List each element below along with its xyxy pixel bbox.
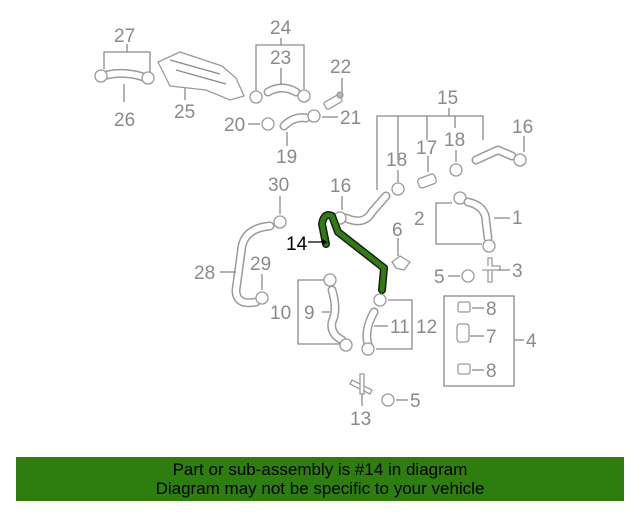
hose-assembly-28-29-30 <box>220 196 287 308</box>
kit-box-4 <box>443 295 524 387</box>
callout-20: 20 <box>224 115 245 136</box>
callout-9: 9 <box>304 303 315 324</box>
hose-assembly-11-12 <box>361 293 413 356</box>
info-banner: Part or sub-assembly is #14 in diagram D… <box>16 457 624 501</box>
banner-line-1: Part or sub-assembly is #14 in diagram <box>172 460 468 479</box>
callout-26: 26 <box>114 110 135 131</box>
callout-25: 25 <box>174 102 195 123</box>
callout-21: 21 <box>340 108 361 129</box>
callout-16a: 16 <box>512 117 533 138</box>
callout-17: 17 <box>416 138 437 159</box>
callout-24: 24 <box>270 18 292 39</box>
callout-5b: 5 <box>410 391 421 412</box>
clamp-18-left <box>391 170 405 196</box>
callout-14: 14 <box>286 234 308 255</box>
callout-29: 29 <box>250 254 271 275</box>
callout-8a: 8 <box>486 299 497 320</box>
hose-assembly-19-20-21 <box>248 109 338 146</box>
valve-17 <box>417 156 437 189</box>
hose-assembly-1-2 <box>435 191 510 253</box>
callout-18a: 18 <box>386 150 407 171</box>
fitting-13-and-clamp-5 <box>349 373 408 407</box>
part-22-fitting <box>323 78 344 110</box>
callout-11: 11 <box>390 317 410 338</box>
callout-7: 7 <box>486 327 497 348</box>
banner-line-2: Diagram may not be specific to your vehi… <box>155 479 485 498</box>
clamp-5-and-tee-3 <box>448 257 510 283</box>
callout-30: 30 <box>268 175 289 196</box>
hose-assembly-9-10 <box>297 273 353 352</box>
callout-12: 12 <box>416 317 437 338</box>
callout-8b: 8 <box>486 361 497 382</box>
clamp-18-right <box>449 150 463 177</box>
callout-27: 27 <box>114 26 135 47</box>
callout-22: 22 <box>330 57 351 78</box>
callout-28: 28 <box>194 263 215 284</box>
callout-19: 19 <box>276 147 297 168</box>
hose-16-left <box>333 191 391 226</box>
callout-6: 6 <box>392 220 403 241</box>
parts-diagram: 27 26 25 24 23 22 20 21 19 <box>94 18 537 430</box>
hose-14-highlighted[interactable] <box>308 211 388 294</box>
callout-10: 10 <box>270 303 291 324</box>
hose-assembly-23-24 <box>249 38 311 104</box>
callout-23: 23 <box>270 48 291 69</box>
callout-16b: 16 <box>330 176 351 197</box>
callout-1: 1 <box>512 208 523 229</box>
bracket-6 <box>391 238 411 271</box>
callout-5a: 5 <box>434 267 445 288</box>
callout-15: 15 <box>437 88 458 109</box>
callout-3: 3 <box>512 261 523 282</box>
callout-2: 2 <box>414 209 425 230</box>
part-25-shield <box>157 51 245 101</box>
callout-13: 13 <box>350 409 371 430</box>
callout-18b: 18 <box>444 130 465 151</box>
hose-assembly-26-27 <box>94 44 155 102</box>
bracket-15 <box>376 108 484 190</box>
hose-16-right <box>471 136 527 167</box>
callout-4: 4 <box>526 331 537 352</box>
